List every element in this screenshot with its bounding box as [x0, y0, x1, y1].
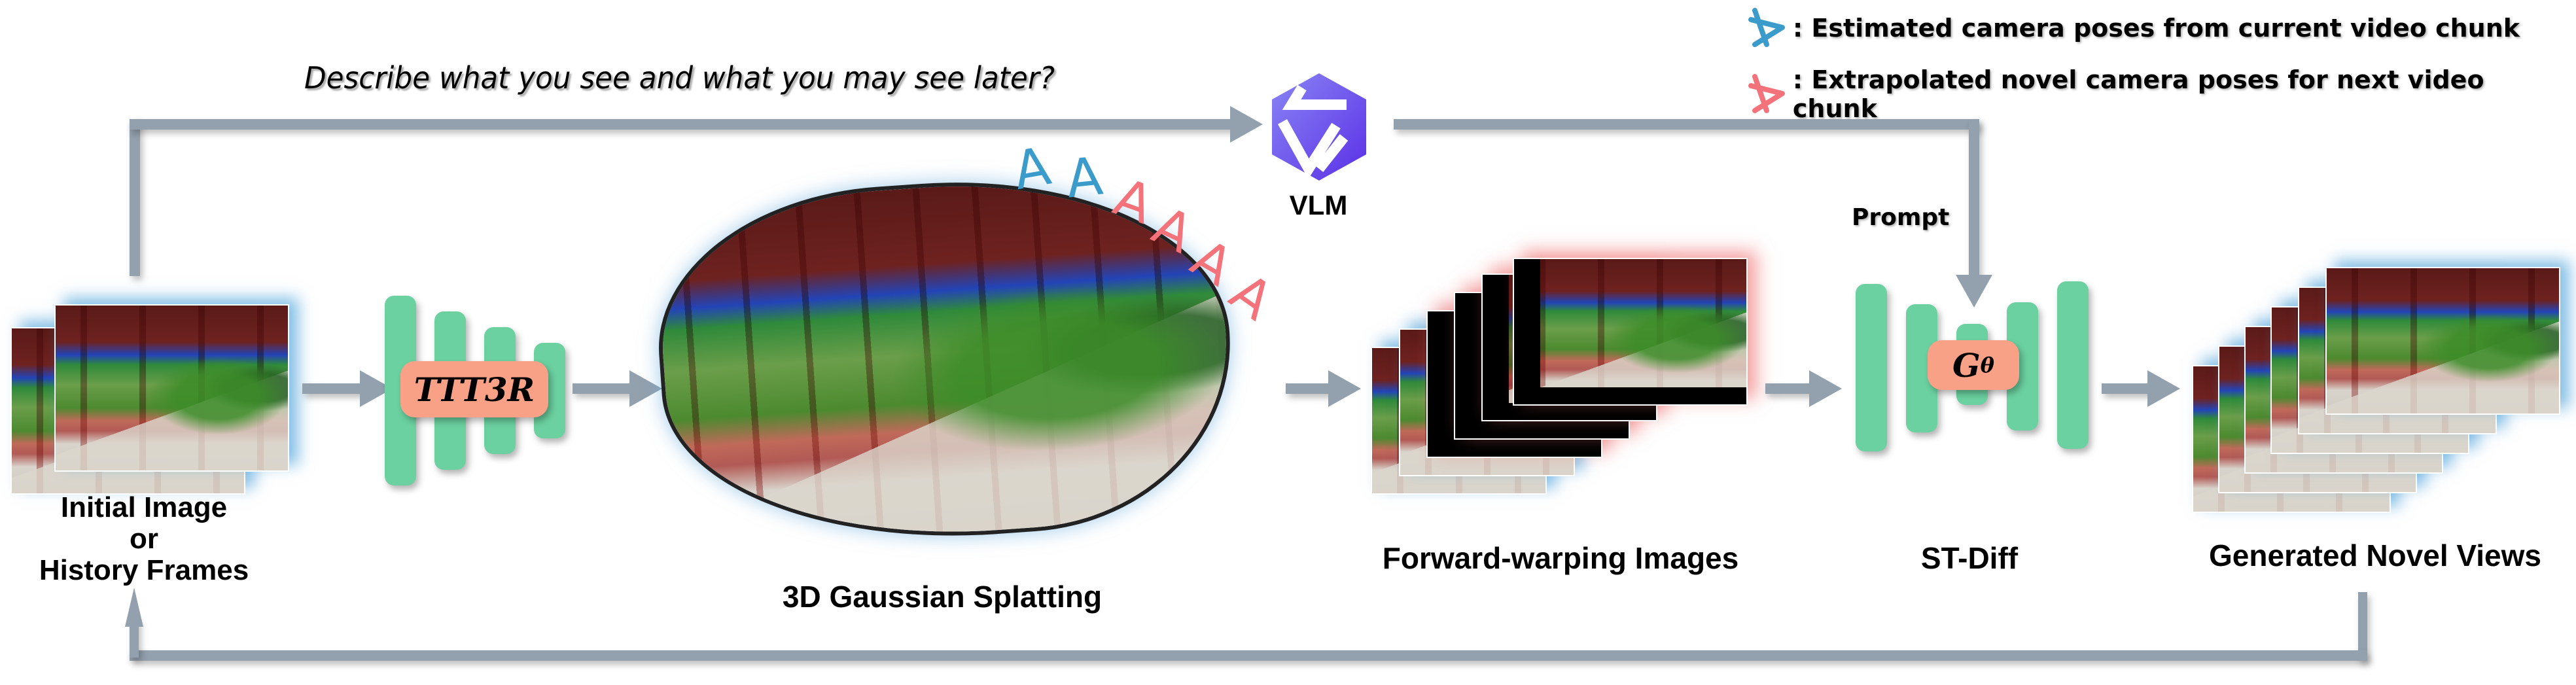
- arrowhead-feedback: [125, 588, 143, 627]
- arrow-to-vlm: [130, 119, 1235, 130]
- feedback-down: [2358, 592, 2367, 661]
- arrow-vlm-out: [1394, 119, 1979, 130]
- stdiff-layer-5: [2057, 281, 2089, 449]
- arrow-input-up: [130, 119, 140, 276]
- prompt-label: Prompt: [1852, 204, 1950, 231]
- vlm-label: VLM: [1289, 190, 1348, 220]
- arrow-input-ttt3r: [302, 383, 368, 394]
- camera-pose-blue-icon: [1748, 8, 1785, 47]
- stdiff-chip-sub: θ: [1980, 353, 1995, 378]
- arrow-ttt3r-gaussian: [573, 383, 638, 394]
- input-frame-front: [54, 304, 289, 472]
- stdiff-chip-main: G: [1952, 345, 1981, 385]
- arrowhead-novel: [2147, 370, 2180, 407]
- feedback-horizontal: [130, 650, 2367, 661]
- warping-label: Forward-warping Images: [1382, 541, 1739, 575]
- input-label-line1: Initial Image: [60, 491, 228, 523]
- gaussian-label: 3D Gaussian Splatting: [782, 580, 1103, 614]
- legend-extrapolated: : Extrapolated novel camera poses for ne…: [1747, 65, 2576, 123]
- camera-pose-red-icon: [1748, 74, 1785, 113]
- arrowhead-warping: [1328, 370, 1361, 407]
- camera-pose-estimated-2: A: [1063, 145, 1106, 210]
- arrowhead-prompt: [1956, 275, 1992, 307]
- arrowhead-stdiff: [1809, 370, 1842, 407]
- camera-pose-extrapolated-4: A: [1219, 261, 1284, 332]
- legend-extrapolated-label: : Extrapolated novel camera poses for ne…: [1792, 65, 2484, 123]
- input-label: Initial Image or History Frames: [0, 492, 288, 586]
- vlm-prompt-question: Describe what you see and what you may s…: [304, 60, 1055, 96]
- arrow-gaussian-warping: [1286, 383, 1332, 394]
- arrowhead-gaussian: [629, 370, 662, 407]
- stdiff-layer-1: [1856, 284, 1887, 451]
- legend-estimated: : Estimated camera poses from current vi…: [1747, 8, 2520, 48]
- arrowhead-to-vlm: [1230, 106, 1263, 143]
- legend-estimated-label: : Estimated camera poses from current vi…: [1793, 14, 2520, 43]
- ttt3r-chip: TTT3R: [400, 361, 548, 417]
- gaussian-splat-render: [652, 167, 1239, 553]
- stdiff-label: ST-Diff: [1920, 541, 2019, 575]
- input-label-line2: or: [130, 523, 158, 555]
- novel-frame-6: [2325, 267, 2560, 415]
- arrow-warping-stdiff: [1765, 383, 1815, 394]
- novel-label: Generated Novel Views: [2209, 538, 2541, 572]
- qwen-logo-icon: [1272, 73, 1366, 181]
- warp-frame-6: [1513, 258, 1748, 406]
- arrow-prompt-down: [1969, 119, 1979, 283]
- feedback-up: [130, 618, 139, 658]
- arrow-stdiff-novel: [2102, 383, 2155, 394]
- input-label-line3: History Frames: [39, 554, 249, 586]
